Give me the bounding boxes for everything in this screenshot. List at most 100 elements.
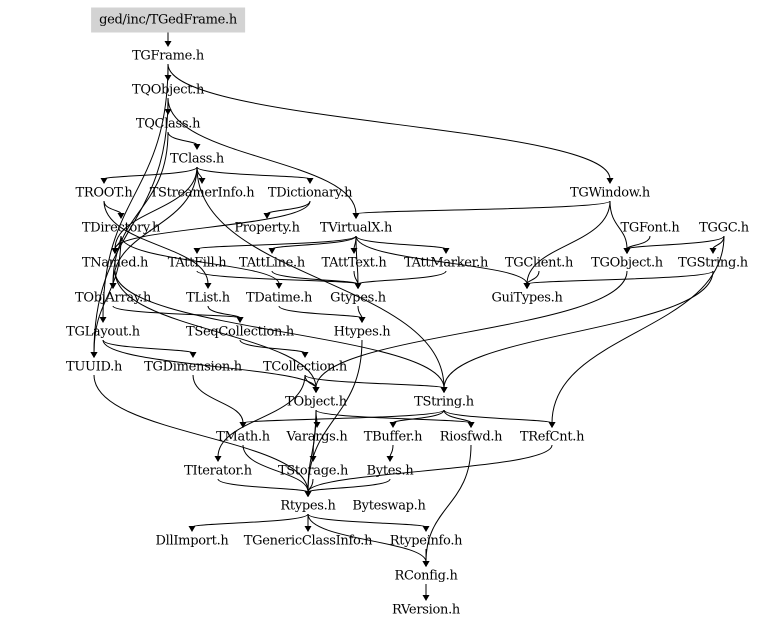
- arrowhead-tobj-array: [109, 283, 117, 289]
- edge-tatt-marker-to-gtypes: [357, 270, 447, 285]
- edge-tgstring-to-gui-types: [526, 270, 714, 285]
- arrowhead-tdictionary: [306, 178, 314, 184]
- arrowhead-tatt-fill: [193, 248, 201, 254]
- node-tbuffer[interactable]: TBuffer.h: [363, 429, 423, 445]
- node-tclass[interactable]: TClass.h: [170, 151, 224, 167]
- arrowhead-tuuid: [90, 352, 98, 358]
- arrowhead-rtypes: [304, 491, 312, 497]
- arrowhead-tgframe: [164, 41, 172, 47]
- arrowhead-varargs: [313, 422, 321, 428]
- node-property[interactable]: Property.h: [234, 220, 300, 236]
- arrowhead-tstreamer-info: [198, 178, 206, 184]
- node-tcollection[interactable]: TCollection.h: [263, 359, 347, 375]
- arrowhead-gtypes: [354, 283, 362, 289]
- node-htypes[interactable]: Htypes.h: [333, 324, 391, 340]
- arrowhead-rconfig: [422, 561, 430, 567]
- node-tgwindow[interactable]: TGWindow.h: [570, 185, 650, 201]
- node-tgfont[interactable]: TGFont.h: [620, 220, 680, 236]
- edge-tclass-to-troot: [103, 166, 198, 180]
- node-tged-frame[interactable]: ged/inc/TGedFrame.h: [91, 7, 245, 33]
- arrowhead-tref-cnt: [548, 422, 556, 428]
- node-tgdimension[interactable]: TGDimension.h: [144, 359, 242, 375]
- arrowhead-tstorage: [309, 456, 317, 462]
- edge-tqobject-to-tvirtual-x: [167, 97, 357, 215]
- node-tlist[interactable]: TList.h: [186, 290, 230, 306]
- node-tqclass[interactable]: TQClass.h: [135, 116, 201, 132]
- edge-tbuffer-to-bytes: [389, 444, 394, 458]
- edge-tglayout-to-tgdimension: [102, 339, 194, 354]
- arrowhead-rversion: [422, 595, 430, 601]
- node-tgeneric-class-info[interactable]: TGenericClassInfo.h: [243, 533, 373, 549]
- arrowhead-tnamed: [111, 248, 119, 254]
- node-tdictionary[interactable]: TDictionary.h: [267, 185, 353, 201]
- arrowhead-tobject: [312, 387, 320, 393]
- edge-tglayout-to-tobject: [102, 339, 317, 389]
- arrowhead-tgobject: [623, 248, 631, 254]
- node-tref-cnt[interactable]: TRefCnt.h: [519, 429, 585, 445]
- node-riosfwd[interactable]: Riosfwd.h: [439, 429, 503, 445]
- node-rtypes[interactable]: Rtypes.h: [280, 498, 336, 514]
- node-tgclient[interactable]: TGClient.h: [504, 255, 574, 271]
- node-bytes[interactable]: Bytes.h: [366, 463, 414, 479]
- edge-tseq-collection-to-tcollection: [239, 339, 306, 354]
- edge-gtypes-to-htypes: [357, 305, 363, 319]
- arrowhead-riosfwd: [467, 422, 475, 428]
- node-tggc[interactable]: TGGC.h: [699, 220, 749, 236]
- arrowhead-tclass: [193, 144, 201, 150]
- node-rversion[interactable]: RVersion.h: [392, 602, 460, 618]
- arrowhead-property: [263, 213, 271, 219]
- node-tatt-fill[interactable]: TAttFill.h: [167, 255, 227, 271]
- edge-tmath-to-rtypes: [242, 444, 309, 493]
- node-tglayout[interactable]: TGLayout.h: [66, 324, 140, 340]
- node-byteswap[interactable]: Byteswap.h: [352, 498, 426, 514]
- node-tatt-text[interactable]: TAttText.h: [321, 255, 387, 271]
- node-tstorage[interactable]: TStorage.h: [277, 463, 349, 479]
- arrowhead-tvirtual-x: [352, 213, 360, 219]
- node-tgframe[interactable]: TGFrame.h: [132, 48, 204, 64]
- edge-tdirectory-to-tuuid: [93, 235, 122, 354]
- edge-tqobject-to-tuuid: [93, 97, 169, 354]
- arrowhead-tbuffer: [389, 422, 397, 428]
- edge-rtypes-to-dll-import: [191, 513, 309, 528]
- node-rtypeinfo[interactable]: Rtypeinfo.h: [389, 533, 463, 549]
- arrowhead-dll-import: [188, 526, 196, 532]
- edge-tstring-to-tref-cnt: [443, 409, 553, 424]
- node-tdirectory[interactable]: TDirectory.h: [81, 220, 161, 236]
- edge-tdirectory-to-tdatime: [120, 235, 280, 285]
- node-tdatime[interactable]: TDatime.h: [245, 290, 313, 306]
- node-tatt-line[interactable]: TAttLine.h: [239, 255, 305, 271]
- edge-tgwindow-to-gui-types: [526, 200, 611, 285]
- node-tmath[interactable]: TMath.h: [216, 429, 270, 445]
- node-tstring[interactable]: TString.h: [414, 394, 474, 410]
- node-tobj-array[interactable]: TObjArray.h: [74, 290, 152, 306]
- node-dll-import[interactable]: DllImport.h: [155, 533, 229, 549]
- node-tgobject[interactable]: TGObject.h: [591, 255, 663, 271]
- node-tobject[interactable]: TObject.h: [285, 394, 347, 410]
- node-titerator[interactable]: TIterator.h: [184, 463, 252, 479]
- node-tseq-collection[interactable]: TSeqCollection.h: [186, 324, 294, 340]
- node-varargs[interactable]: Varargs.h: [286, 429, 348, 445]
- node-gtypes[interactable]: Gtypes.h: [330, 290, 386, 306]
- edge-tobject-to-riosfwd: [315, 409, 472, 424]
- node-tatt-marker[interactable]: TAttMarker.h: [403, 255, 489, 271]
- node-tvirtual-x[interactable]: TVirtualX.h: [319, 220, 393, 236]
- node-tqobject[interactable]: TQObject.h: [131, 82, 205, 98]
- edge-tggc-to-tgobject: [626, 235, 725, 250]
- edge-tvirtual-x-to-gui-types: [355, 235, 528, 285]
- node-tnamed[interactable]: TNamed.h: [81, 255, 149, 271]
- edge-tnamed-to-tobject: [114, 270, 317, 389]
- node-rconfig[interactable]: RConfig.h: [394, 568, 458, 584]
- edge-bytes-to-rtypes: [307, 478, 391, 493]
- arrowhead-tgeneric-class-info: [304, 526, 312, 532]
- node-troot[interactable]: TROOT.h: [75, 185, 133, 201]
- arrowhead-tglayout: [99, 317, 107, 323]
- node-gui-types[interactable]: GuiTypes.h: [491, 290, 563, 306]
- edge-tgobject-to-tobject: [315, 270, 628, 389]
- edge-tnamed-to-tstring: [114, 270, 445, 389]
- node-tgstring[interactable]: TGString.h: [678, 255, 748, 271]
- node-tuuid[interactable]: TUUID.h: [65, 359, 123, 375]
- node-tstreamer-info[interactable]: TStreamerInfo.h: [149, 185, 255, 201]
- edge-tvirtual-x-to-tatt-marker: [355, 235, 447, 250]
- edge-tobj-array-to-tseq-collection: [112, 305, 241, 319]
